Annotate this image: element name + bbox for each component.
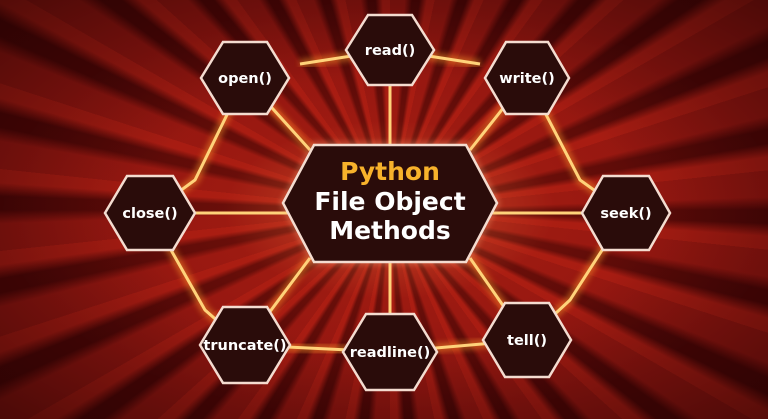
node-readline: readline() [341, 312, 439, 392]
node-label: read() [365, 43, 415, 59]
center-hexagon [281, 143, 499, 264]
node-label: truncate() [203, 338, 286, 354]
title-line-python: Python [340, 157, 440, 186]
node-read: read() [344, 13, 436, 87]
title-line-methods: Methods [329, 216, 451, 245]
node-label: seek() [600, 206, 651, 222]
node-label: readline() [350, 345, 431, 361]
title-line-file-object: File Object [314, 187, 465, 216]
node-truncate: truncate() [198, 305, 292, 385]
node-write: write() [483, 40, 571, 116]
node-seek: seek() [580, 174, 672, 252]
node-tell: tell() [481, 301, 573, 379]
center-title-node: Python File Object Methods [279, 142, 501, 265]
node-label: open() [218, 71, 272, 87]
node-label: tell() [507, 333, 547, 349]
node-open: open() [199, 40, 291, 116]
node-label: write() [499, 71, 555, 87]
node-close: close() [103, 174, 197, 252]
node-label: close() [122, 206, 177, 222]
